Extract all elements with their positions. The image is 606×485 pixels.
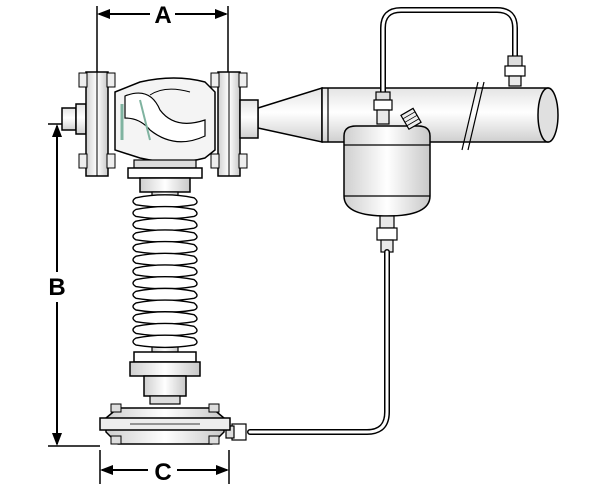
condensate-chamber bbox=[343, 107, 431, 253]
spring-coil bbox=[132, 334, 198, 349]
valve-body bbox=[61, 71, 259, 179]
spring-coil bbox=[132, 287, 198, 302]
spring-housing bbox=[129, 177, 201, 405]
dimension-c: C bbox=[99, 450, 230, 485]
spring-coil bbox=[132, 264, 198, 278]
spring-coil bbox=[132, 229, 198, 243]
dimension-a-label: A bbox=[154, 2, 171, 29]
spring-coil bbox=[132, 322, 198, 337]
spring-coil bbox=[132, 311, 198, 325]
dimension-b: B bbox=[48, 123, 100, 447]
lower-sensing-line bbox=[225, 249, 390, 441]
spring-coil bbox=[132, 275, 198, 290]
spring-coil bbox=[132, 205, 198, 220]
diaphragm-actuator bbox=[99, 403, 231, 445]
spring-coils bbox=[132, 194, 198, 349]
spring-coil bbox=[132, 194, 198, 208]
spring-coil bbox=[132, 240, 198, 255]
spring-coil bbox=[132, 252, 198, 267]
dimension-c-label: C bbox=[154, 459, 171, 485]
spring-coil bbox=[132, 299, 198, 314]
spring-coil bbox=[132, 217, 198, 232]
dimension-b-label: B bbox=[48, 274, 65, 301]
upper-sensing-line bbox=[373, 7, 526, 111]
